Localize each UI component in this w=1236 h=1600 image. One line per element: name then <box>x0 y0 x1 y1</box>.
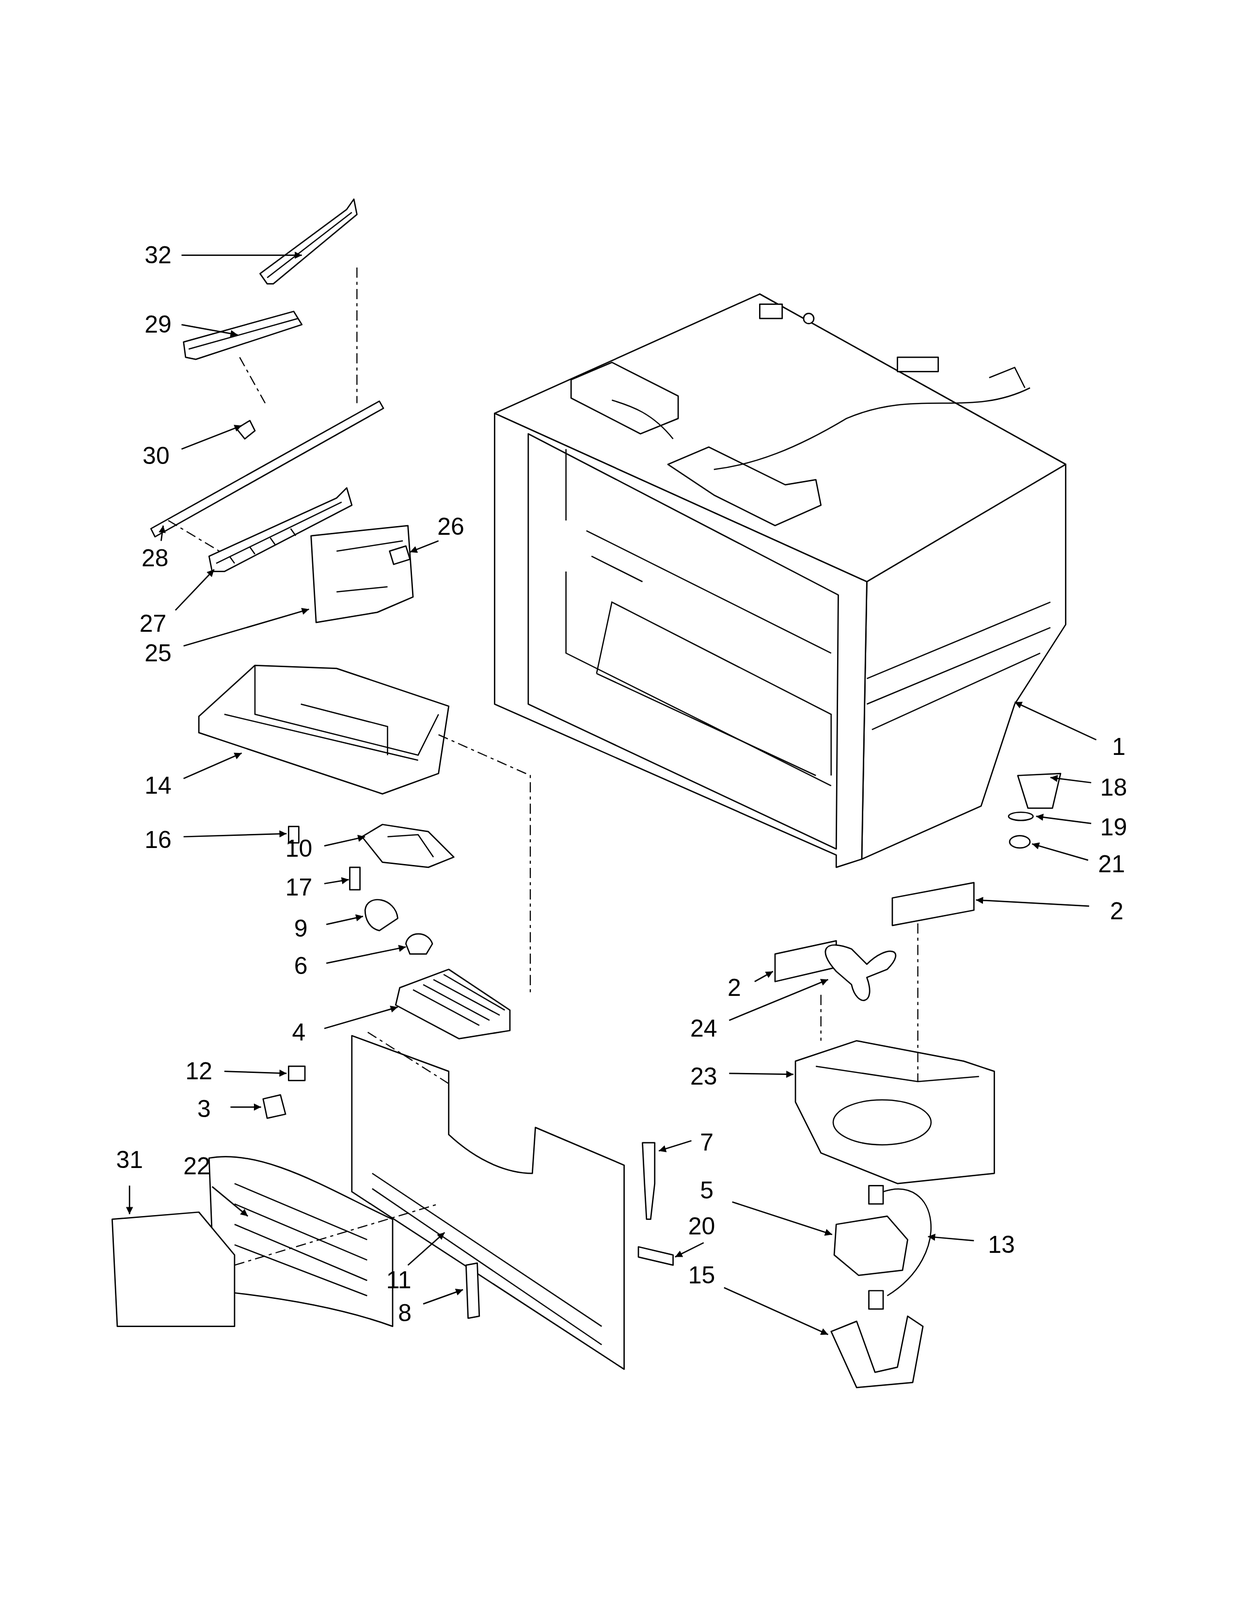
callout-number: 12 <box>185 1058 213 1083</box>
callout-number: 13 <box>987 1232 1015 1257</box>
callout-number: 16 <box>144 827 172 852</box>
callout-number: 26 <box>437 514 465 539</box>
callout-number: 32 <box>144 242 172 268</box>
callout-number: 23 <box>690 1063 718 1089</box>
tray-and-light <box>198 665 531 995</box>
callout-number: 30 <box>142 443 170 468</box>
callout-number: 14 <box>144 773 172 798</box>
callout-number: 2 <box>1109 898 1124 923</box>
callout-number: 31 <box>115 1147 143 1172</box>
callout-number: 11 <box>386 1267 412 1292</box>
fan-assembly <box>638 773 1061 1388</box>
callout-number: 5 <box>699 1177 714 1203</box>
callout-number: 9 <box>294 916 308 941</box>
callout-number: 1 <box>1111 734 1126 759</box>
callout-number: 8 <box>397 1300 412 1325</box>
callout-number: 17 <box>285 874 313 900</box>
panels <box>111 968 624 1369</box>
callout-number: 29 <box>144 312 172 337</box>
callout-number: 28 <box>141 545 169 571</box>
callout-number: 10 <box>285 836 313 861</box>
callout-number: 2 <box>727 975 742 1000</box>
callout-number: 24 <box>690 1015 718 1041</box>
callout-number: 18 <box>1100 775 1128 800</box>
freezer-liner <box>494 293 1066 867</box>
leader-lines <box>129 254 1097 1334</box>
rails-brackets <box>150 199 413 623</box>
callout-number: 21 <box>1098 851 1126 876</box>
callout-number: 15 <box>688 1262 716 1287</box>
callout-number: 25 <box>144 640 172 666</box>
callout-number: 6 <box>294 953 308 978</box>
callout-number: 27 <box>139 611 167 636</box>
callout-number: 4 <box>292 1019 306 1045</box>
callout-number: 7 <box>699 1129 714 1155</box>
callout-number: 19 <box>1100 814 1128 840</box>
callout-number: 3 <box>197 1096 211 1121</box>
callout-number: 20 <box>688 1213 716 1238</box>
callout-number: 22 <box>183 1153 211 1178</box>
